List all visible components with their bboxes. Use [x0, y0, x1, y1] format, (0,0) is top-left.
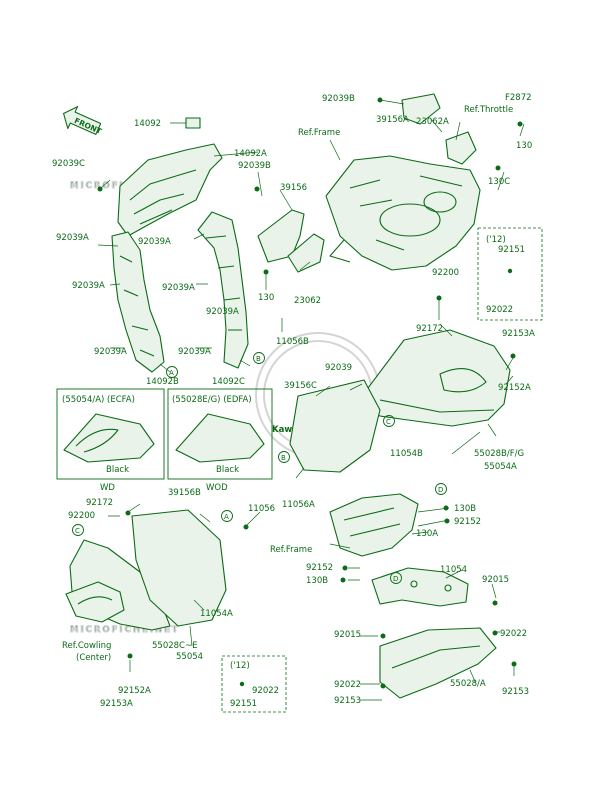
- label-130c: 130C: [488, 177, 510, 187]
- lower-cover-55028: [379, 627, 517, 699]
- label-92039a-2: 92039A: [138, 237, 171, 247]
- cowling-lower-right: [345, 295, 516, 427]
- label-55028-a: 55028/A: [450, 679, 486, 689]
- label-ref-cowling-center: (Center): [76, 653, 111, 663]
- reference-markers: A B C B A C D D: [72, 352, 447, 584]
- label-14092a: 14092A: [234, 149, 267, 159]
- edfa-box-color: Black: [216, 465, 239, 475]
- label-92200-left: 92200: [68, 511, 95, 521]
- ecfa-box-title: (55054/A) (ECFA): [62, 395, 135, 405]
- edfa-box-title: (55028E/G) (EDFA): [172, 395, 252, 405]
- label-92039a-7: 92039A: [178, 347, 211, 357]
- label-92039b-top: 92039B: [322, 94, 355, 104]
- label-55028c-e: 55028C~E: [152, 641, 197, 651]
- label-11054a: 11054A: [200, 609, 233, 619]
- ecfa-box-color: Black: [106, 465, 129, 475]
- edfa-box: (55028E/G) (EDFA) Black WOD: [167, 388, 273, 493]
- label-23062a: 23062A: [416, 117, 449, 127]
- label-130b-bottom: 130B: [306, 576, 328, 586]
- label-11054: 11054: [440, 565, 467, 575]
- label-92172-right: 92172: [416, 324, 443, 334]
- label-130a: 130A: [416, 529, 438, 539]
- bracket-assembly-lower: [329, 493, 450, 583]
- ecfa-box-sublabel: WD: [100, 483, 115, 493]
- label-11054b: 11054B: [390, 449, 423, 459]
- label-39156c: 39156C: [284, 381, 317, 391]
- label-ref-throttle: Ref.Throttle: [464, 105, 513, 115]
- label-130b-top: 130B: [454, 504, 476, 514]
- label-92153-right: 92153: [502, 687, 529, 697]
- label-92172-left: 92172: [86, 498, 113, 508]
- label-92039a-1: 92039A: [56, 233, 89, 243]
- label-130-left: 130: [258, 293, 274, 303]
- cowling-lower-left: [65, 509, 249, 659]
- label-11056a: 11056A: [282, 500, 315, 510]
- label-92153a-right: 92153A: [502, 329, 535, 339]
- label-92152-top: 92152: [454, 517, 481, 527]
- label-ref-frame-bottom: Ref.Frame: [270, 545, 312, 555]
- figure-code: F2872: [505, 93, 532, 103]
- label-14092: 14092: [134, 119, 161, 129]
- year-2012-box-top-title: ('12): [486, 235, 506, 245]
- label-39156: 39156: [280, 183, 307, 193]
- label-92153-bottom: 92153: [334, 696, 361, 706]
- label-14092c: 14092C: [212, 377, 245, 387]
- ref-d-top: D: [438, 486, 443, 494]
- front-arrow-icon: FRONT: [63, 106, 104, 136]
- label-92152a-left: 92152A: [118, 686, 151, 696]
- ref-c-bottom: C: [75, 527, 80, 535]
- ecfa-box: (55054/A) (ECFA) Black WD: [56, 388, 165, 493]
- label-11056: 11056: [248, 504, 275, 514]
- ref-a-bottom: A: [224, 513, 229, 521]
- label-92200-right: 92200: [432, 268, 459, 278]
- label-92015-left: 92015: [334, 630, 361, 640]
- year-2012-box-top-label-1: 92151: [498, 245, 525, 255]
- ref-d-bottom: D: [393, 575, 398, 583]
- label-130-right: 130: [516, 141, 532, 151]
- label-92152-bottom: 92152: [306, 563, 333, 573]
- upper-fairing: [325, 93, 523, 271]
- label-92153a-left: 92153A: [100, 699, 133, 709]
- year-2012-box-top: ('12) 92151 92022: [477, 227, 543, 321]
- year-2012-box-top-label-2: 92022: [486, 305, 513, 315]
- label-92039c: 92039C: [52, 159, 85, 169]
- label-55028bfg: 55028B/F/G: [474, 449, 524, 459]
- part-labels: 14092 14092A 92039C 92039B 92039A 92039A…: [52, 94, 535, 709]
- label-92015-right: 92015: [482, 575, 509, 585]
- label-39156a: 39156A: [376, 115, 409, 125]
- label-ref-cowling: Ref.Cowling: [62, 641, 111, 651]
- ref-a-top: A: [169, 369, 174, 377]
- label-11056b: 11056B: [276, 337, 309, 347]
- label-55054: 55054: [176, 652, 203, 662]
- bracket-39156: [257, 209, 325, 273]
- year-2012-box-bottom-title: ('12): [230, 661, 250, 671]
- label-92022-bottom: 92022: [334, 680, 361, 690]
- ref-b-top: B: [256, 355, 261, 363]
- label-92039a-4: 92039A: [162, 283, 195, 293]
- label-ref-frame-top: Ref.Frame: [298, 128, 340, 138]
- label-92039b-left: 92039B: [238, 161, 271, 171]
- year-2012-box-bottom-label-2: 92151: [230, 699, 257, 709]
- label-92039a-5: 92039A: [206, 307, 239, 317]
- label-92022-right: 92022: [500, 629, 527, 639]
- edfa-box-sublabel: WOD: [206, 483, 228, 493]
- ref-c-top: C: [386, 418, 391, 426]
- leader-lines: [97, 99, 525, 701]
- label-14092b: 14092B: [146, 377, 179, 387]
- label-39156b: 39156B: [168, 488, 201, 498]
- label-55054a: 55054A: [484, 462, 517, 472]
- label-92039a-3: 92039A: [72, 281, 105, 291]
- label-92039: 92039: [325, 363, 352, 373]
- year-2012-box-bottom-label-1: 92022: [252, 686, 279, 696]
- inner-panel-39156c: [289, 379, 381, 473]
- label-23062: 23062: [294, 296, 321, 306]
- ref-b-bottom: B: [281, 454, 286, 462]
- watermark-text-bottom: MICROFICHE.NET: [70, 625, 180, 635]
- label-92152a-right: 92152A: [498, 383, 531, 393]
- year-2012-box-bottom: ('12) 92022 92151: [221, 655, 287, 713]
- label-92039a-6: 92039A: [94, 347, 127, 357]
- stay-11054: [371, 567, 498, 607]
- inner-cover-left: [97, 143, 223, 373]
